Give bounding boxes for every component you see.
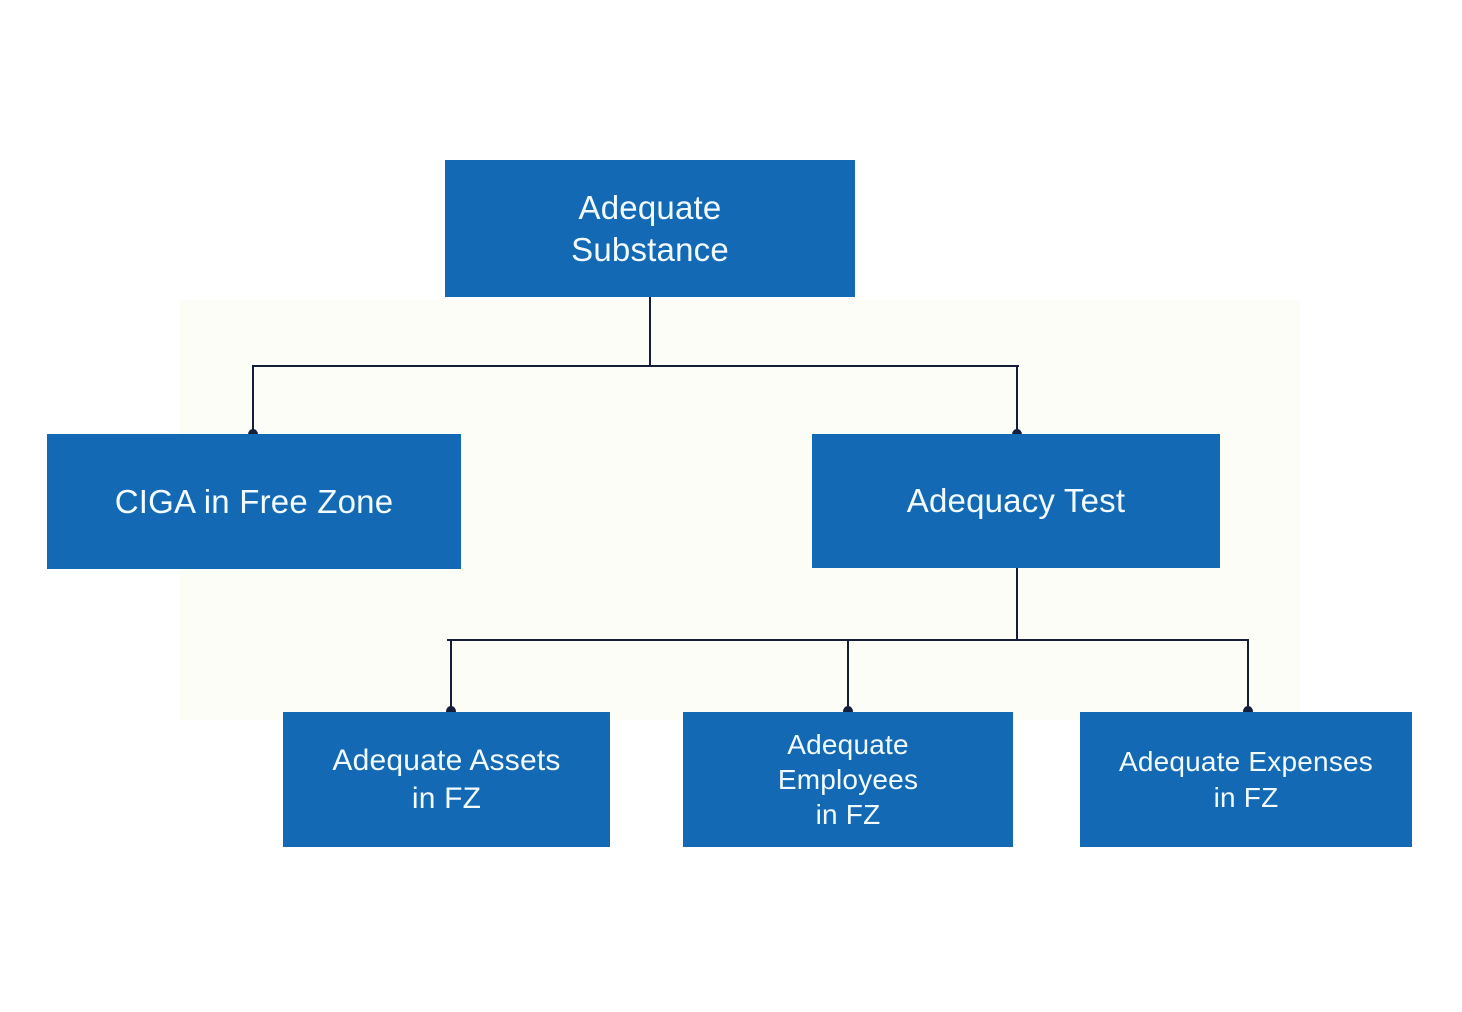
connector-drop-employees (847, 639, 849, 713)
node-label: Adequate Assets in FZ (332, 743, 561, 815)
node-label: Adequate Employees in FZ (777, 728, 919, 831)
node-label: Adequate Expenses in FZ (1118, 746, 1374, 813)
node-label: Adequacy Test (906, 482, 1126, 520)
node-label: CIGA in Free Zone (114, 482, 394, 520)
connector-dot-expenses (1243, 706, 1253, 717)
connector-level1-bus (253, 365, 1019, 367)
node-adequate-expenses-in-fz[interactable]: Adequate Expenses in FZ (1080, 712, 1412, 847)
connector-drop-ciga (252, 365, 254, 435)
node-ciga-in-free-zone[interactable]: CIGA in Free Zone (47, 434, 461, 569)
connector-dot-assets (446, 706, 456, 717)
connector-drop-assets (450, 639, 452, 713)
connector-root-stem (649, 297, 651, 367)
connector-dot-employees (843, 706, 853, 717)
connector-adequacy-stem (1016, 568, 1018, 641)
connector-drop-expenses (1247, 639, 1249, 713)
node-label: Adequate Substance (571, 188, 729, 268)
node-adequate-employees-in-fz[interactable]: Adequate Employees in FZ (683, 712, 1013, 847)
node-adequate-substance[interactable]: Adequate Substance (445, 160, 855, 297)
connector-drop-adequacy (1016, 365, 1018, 435)
node-adequacy-test[interactable]: Adequacy Test (812, 434, 1220, 568)
node-adequate-assets-in-fz[interactable]: Adequate Assets in FZ (283, 712, 610, 847)
